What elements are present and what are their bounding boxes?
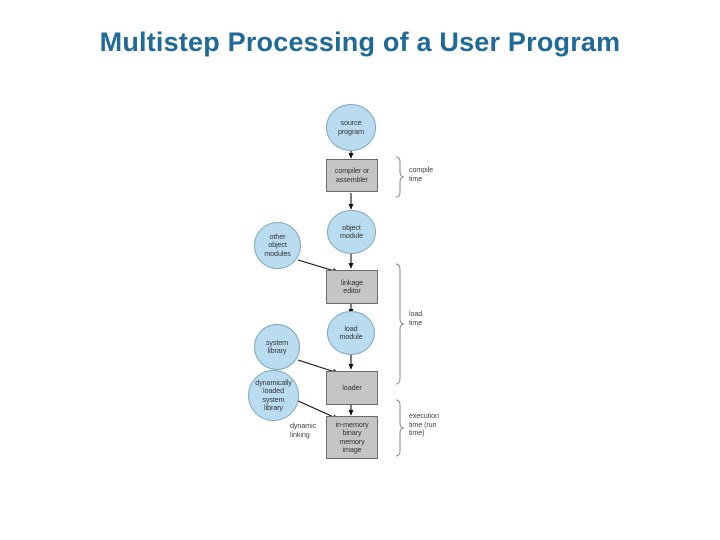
phase-label-compile-time: compile time bbox=[409, 165, 434, 183]
node-load-module[interactable]: load module bbox=[327, 311, 375, 355]
node-load-module-label: load module bbox=[339, 323, 363, 341]
node-dynamically-loaded-system-library-label: dynamically loaded system library bbox=[255, 377, 292, 412]
node-in-memory-binary-memory-image[interactable]: in-memory binary memory image bbox=[326, 416, 378, 459]
node-system-library[interactable]: system library bbox=[254, 324, 300, 370]
node-object-module-label: object module bbox=[340, 222, 363, 240]
node-loader-label: loader bbox=[342, 382, 362, 392]
brace-execution-time bbox=[395, 399, 405, 457]
phase-label-execution-time: execution time (run time) bbox=[409, 411, 439, 438]
node-compiler-assembler-label: compiler or assembler bbox=[334, 166, 370, 184]
brace-compile-time bbox=[395, 156, 405, 198]
node-loader[interactable]: loader bbox=[326, 371, 378, 405]
brace-load-time bbox=[395, 263, 405, 385]
node-dynamically-loaded-system-library[interactable]: dynamically loaded system library bbox=[248, 370, 299, 421]
edge-label-dynamic-linking: dynamic linking bbox=[290, 421, 317, 439]
node-in-memory-binary-memory-image-label: in-memory binary memory image bbox=[335, 419, 369, 454]
multistep-processing-diagram: source program compiler or assembler obj… bbox=[246, 92, 474, 460]
node-linkage-editor[interactable]: linkage editor bbox=[326, 270, 378, 304]
node-linkage-editor-label: linkage editor bbox=[340, 277, 364, 295]
node-object-module[interactable]: object module bbox=[327, 210, 376, 254]
phase-label-load-time: load time bbox=[409, 309, 423, 327]
node-other-object-modules[interactable]: other object modules bbox=[254, 222, 301, 269]
node-compiler-assembler[interactable]: compiler or assembler bbox=[326, 159, 378, 192]
node-other-object-modules-label: other object modules bbox=[264, 231, 291, 258]
page-title: Multistep Processing of a User Program bbox=[99, 27, 621, 57]
node-system-library-label: system library bbox=[265, 337, 289, 355]
node-source-program[interactable]: source program bbox=[326, 104, 376, 151]
node-source-program-label: source program bbox=[337, 118, 365, 136]
